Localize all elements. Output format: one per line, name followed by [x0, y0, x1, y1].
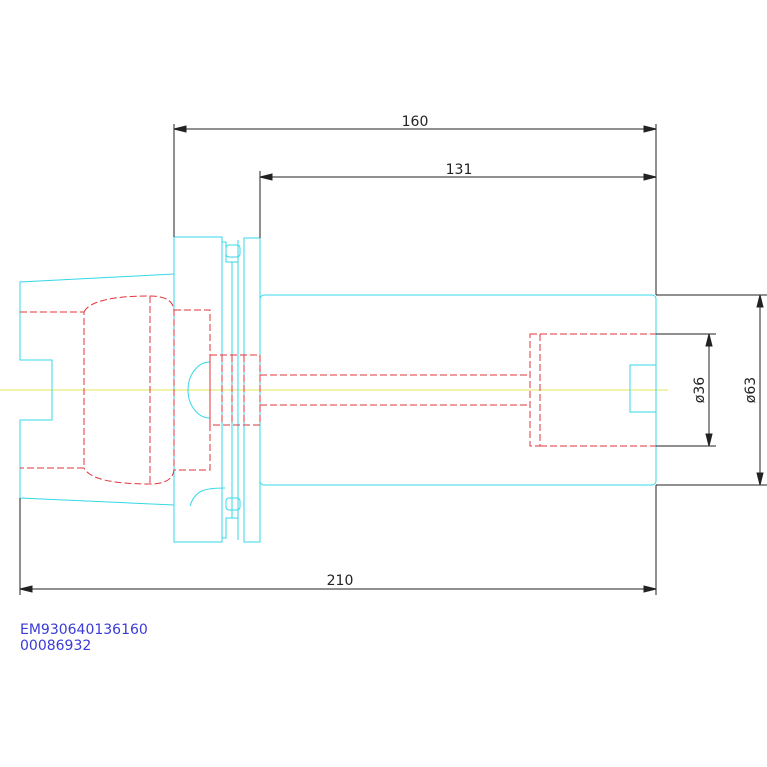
drawbar-bore-hidden	[209, 354, 261, 426]
arrow-36-top	[705, 333, 713, 347]
flange-groove-top	[222, 240, 239, 263]
flange-ring-bottom	[225, 497, 241, 511]
end-bore-hidden	[529, 333, 541, 447]
dim-label-36: ø36	[692, 377, 708, 403]
taper-shank-outline	[19, 273, 175, 506]
flange-groove-bottom	[222, 517, 239, 540]
arrow-160-left	[173, 125, 187, 133]
arrow-63-bottom	[756, 472, 764, 486]
arrow-160-right	[643, 125, 657, 133]
arrow-210-left	[19, 585, 33, 593]
dim-label-160: 160	[402, 114, 429, 130]
part-code-line-2: 00086932	[20, 638, 92, 654]
drive-slot-bottom	[189, 487, 226, 507]
hidden-lines	[20, 295, 656, 485]
arrow-36-bottom	[705, 433, 713, 447]
flange-ring-top	[225, 244, 241, 258]
dim-label-63: ø63	[743, 377, 759, 403]
part-code-block: EM930640136160 00086932	[20, 622, 148, 654]
part-code-line-1: EM930640136160	[20, 622, 148, 638]
taper-cavity-hidden	[83, 295, 175, 485]
dim-label-131: 131	[446, 162, 473, 178]
dimensions	[19, 124, 767, 595]
arrow-131-right	[643, 173, 657, 181]
arrow-63-top	[756, 294, 764, 308]
arrow-131-left	[259, 173, 273, 181]
end-slot	[629, 364, 656, 413]
arrow-210-right	[643, 585, 657, 593]
taper-bore-hidden	[20, 311, 85, 469]
dim-label-210: 210	[327, 573, 354, 589]
drive-slot-top	[187, 361, 211, 419]
